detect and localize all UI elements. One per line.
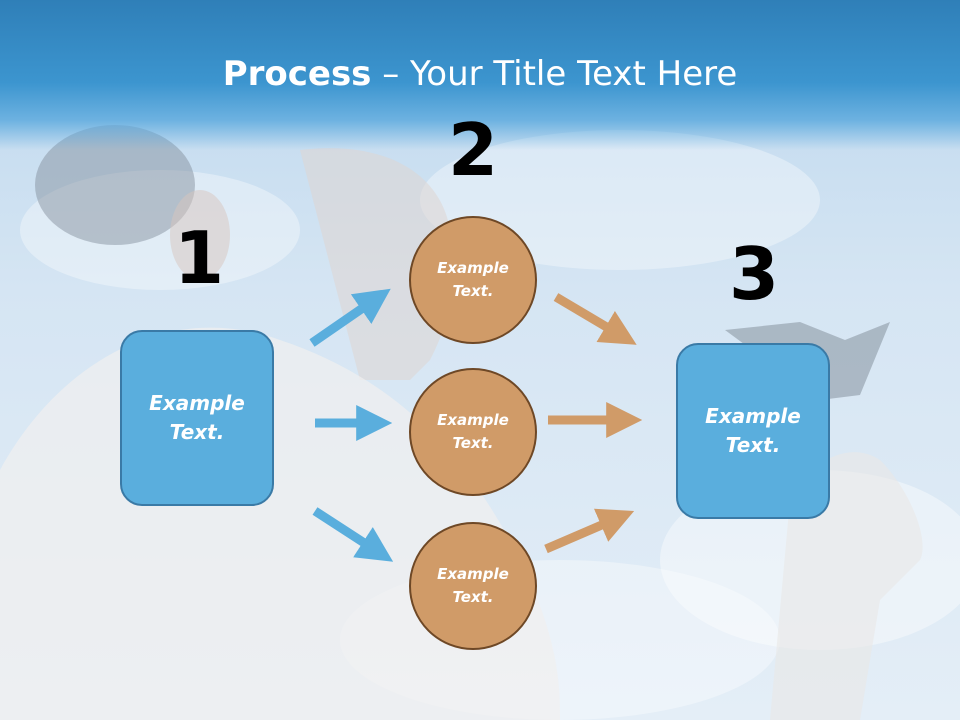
title-rest: – Your Title Text Here — [371, 54, 738, 94]
step-number-2: 2 — [447, 108, 499, 192]
step-3-box: Example Text. — [676, 343, 830, 519]
step-2-circle-middle: Example Text. — [409, 368, 537, 496]
step-1-box: Example Text. — [120, 330, 274, 506]
step-2-circle-top: Example Text. — [409, 216, 537, 344]
arrow-right-down-icon — [553, 293, 637, 345]
arrow-right-up-icon — [544, 508, 635, 554]
title-bold: Process — [222, 54, 372, 94]
circle-top-text: Example Text. — [437, 259, 509, 300]
arrow-right-up-icon — [309, 288, 391, 347]
title-bar — [0, 0, 960, 150]
step-1-text: Example Text. — [149, 391, 245, 444]
circle-middle-text: Example Text. — [437, 411, 509, 452]
arrow-right-down-icon — [312, 507, 394, 562]
step-2-circle-bottom: Example Text. — [409, 522, 537, 650]
circle-bottom-text: Example Text. — [437, 565, 509, 606]
step-number-1: 1 — [173, 216, 225, 300]
step-number-3: 3 — [728, 232, 780, 316]
step-3-text: Example Text. — [705, 404, 801, 457]
slide-title: Process – Your Title Text Here — [0, 54, 960, 94]
